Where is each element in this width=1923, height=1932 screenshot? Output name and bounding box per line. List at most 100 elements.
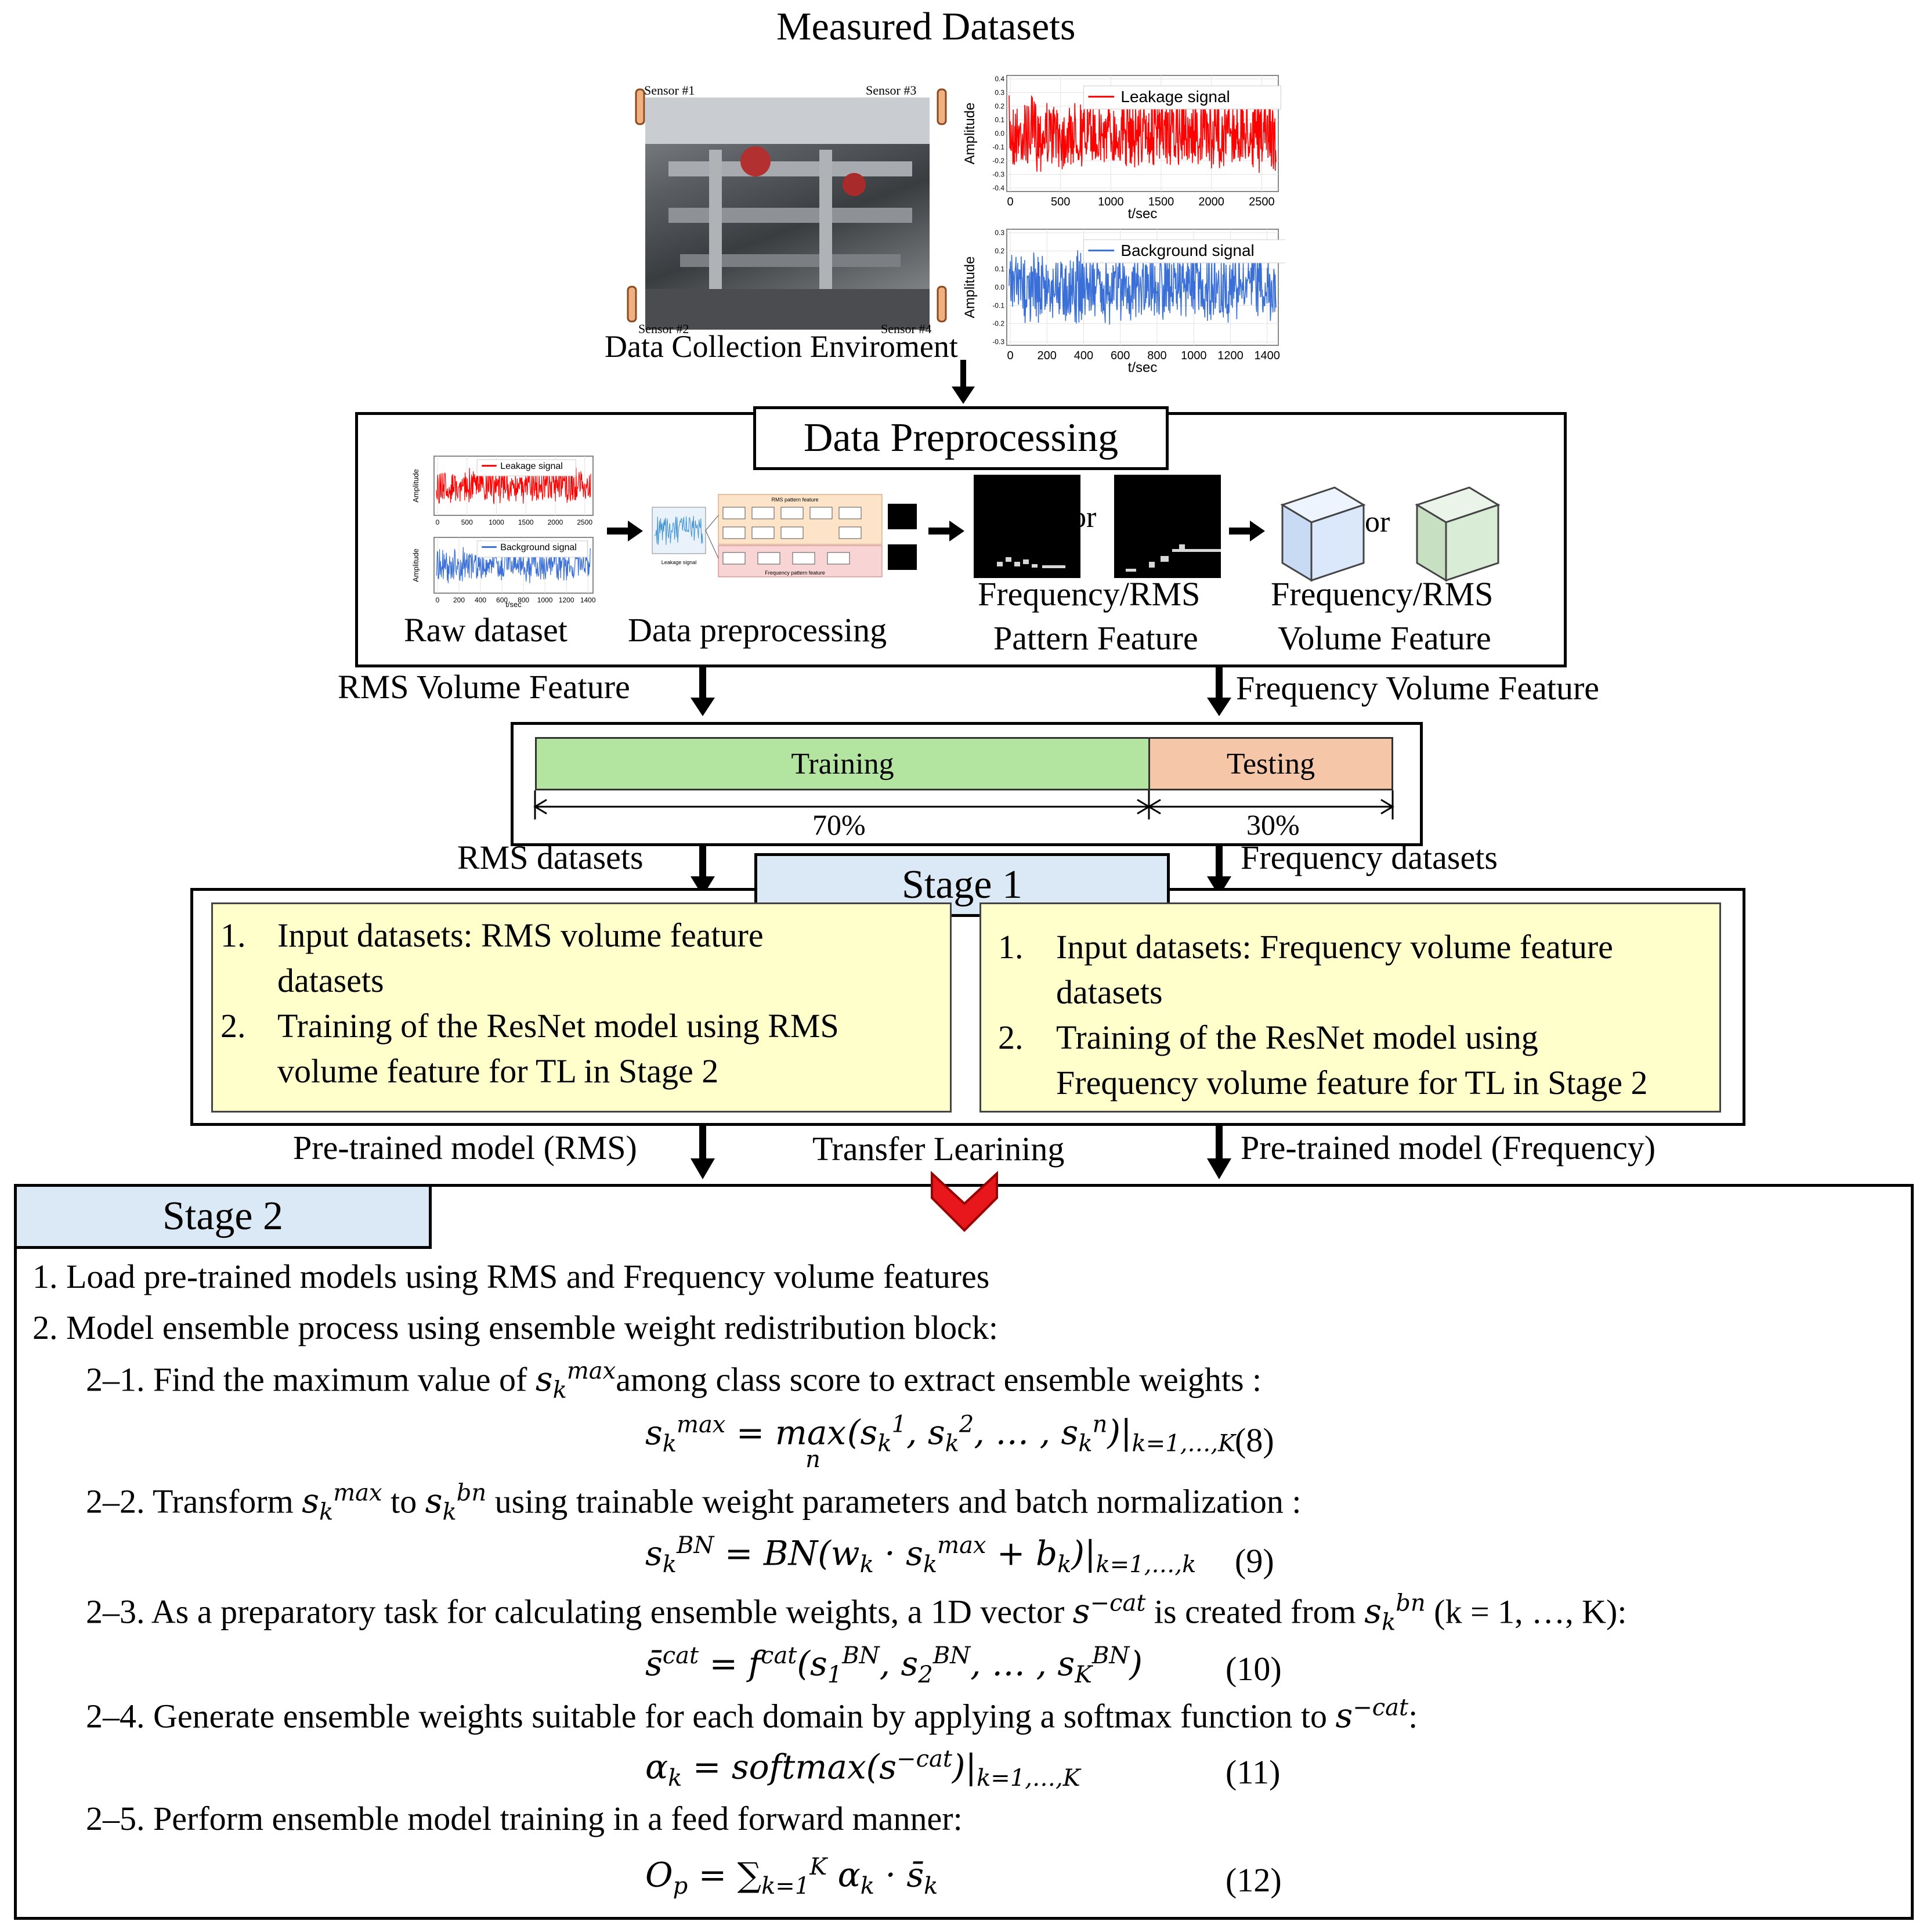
arrow-down <box>1207 1125 1231 1179</box>
pretrained-rms-label: Pre-trained model (RMS) <box>293 1129 637 1167</box>
y-tick-label: 0.1 <box>995 265 1004 273</box>
step-2-1: 2–1. Find the maximum value of skmaxamon… <box>86 1358 1261 1404</box>
list-number: 2. <box>998 1019 1024 1056</box>
testing-bar: Testing <box>1148 737 1393 790</box>
y-tick-label: -0.1 <box>992 301 1004 309</box>
arrow-down <box>1207 845 1231 896</box>
rms-pattern-feature-image <box>974 475 1080 578</box>
sensor-icon <box>635 88 645 125</box>
sensor-1-label: Sensor #1 <box>644 83 695 97</box>
sensor-icon <box>937 88 947 125</box>
x-tick-label: 2500 <box>1249 196 1275 208</box>
step-2-2-text-end: using trainable weight parameters and ba… <box>486 1482 1302 1521</box>
arrow-down <box>1207 667 1231 716</box>
plot-legend: Leakage signal <box>1083 85 1281 110</box>
measured-title: Measured Datasets <box>776 4 1076 48</box>
stage2-item-2: 2. Model ensemble process using ensemble… <box>32 1309 998 1346</box>
frequency-datasets-label: Frequency datasets <box>1241 839 1498 876</box>
list-text: Training of the ResNet model using RMS <box>277 1007 839 1045</box>
y-tick-label: -0.4 <box>992 184 1004 192</box>
x-tick-label: 200 <box>1038 349 1057 362</box>
x-tick-label: 200 <box>453 596 465 604</box>
step-2-5: 2–5. Perform ensemble model training in … <box>86 1800 963 1837</box>
process-block <box>827 552 850 565</box>
equation-12-number: (12) <box>1226 1861 1282 1899</box>
y-tick-label: 0.3 <box>995 229 1004 237</box>
y-tick-label: 0.0 <box>995 283 1004 291</box>
svg-text:Leakage signal: Leakage signal <box>500 461 563 471</box>
stage2-title-box: Stage 2 <box>14 1184 432 1249</box>
sensor-3-label: Sensor #3 <box>866 83 917 97</box>
x-tick-label: 600 <box>1111 349 1130 362</box>
x-tick-label: 400 <box>475 596 486 604</box>
lab-environment-photo <box>645 97 930 330</box>
arrow-right <box>607 521 643 541</box>
split-dimension-lines <box>533 790 1394 819</box>
equation-10-number: (10) <box>1226 1650 1282 1688</box>
y-axis-label: Amplitude <box>962 103 978 165</box>
svg-text:Frequency pattern feature: Frequency pattern feature <box>765 570 825 576</box>
x-tick-label: 0 <box>436 596 440 604</box>
x-tick-label: 0 <box>1007 349 1013 362</box>
x-tick-label: 500 <box>461 518 473 526</box>
stage2-panel <box>14 1184 1914 1920</box>
rms-datasets-label: RMS datasets <box>457 839 644 876</box>
x-tick-label: 2000 <box>1198 196 1224 208</box>
step-2-1-text-end: among class score to extract ensemble we… <box>616 1360 1262 1399</box>
s-cat-symbol: s−cat <box>1072 1590 1146 1631</box>
x-tick-label: 800 <box>1147 349 1166 362</box>
y-axis-label: Amplitude <box>962 257 978 319</box>
y-tick-label: -0.2 <box>992 320 1004 328</box>
s-k-bn-symbol: skbn <box>1364 1590 1426 1636</box>
sensor-icon <box>937 286 947 323</box>
y-tick-label: 0.0 <box>995 129 1004 138</box>
sensor-4-label: Sensor #4 <box>881 322 932 336</box>
process-block <box>809 507 833 519</box>
svg-text:Background signal: Background signal <box>1120 241 1254 259</box>
x-tick-label: 1000 <box>537 596 553 604</box>
plot-legend: Leakage signal <box>476 459 576 476</box>
x-tick-label: 600 <box>496 596 508 604</box>
preprocessing-title-box: Data Preprocessing <box>753 406 1169 470</box>
test-percent: 30% <box>1246 808 1300 841</box>
svg-text:Background signal: Background signal <box>500 543 577 552</box>
x-tick-label: 800 <box>518 596 529 604</box>
y-tick-label: -0.3 <box>992 338 1004 346</box>
volume-caption-2: Volume Feature <box>1278 619 1491 657</box>
raw-dataset-caption: Raw dataset <box>404 611 567 649</box>
equation-12: Op = ∑k=1K αk · s̄k <box>645 1854 938 1900</box>
pipe-rig-illustration <box>645 97 930 330</box>
arrow-right <box>1229 521 1265 541</box>
x-tick-label: 500 <box>1051 196 1070 208</box>
stage1-rms-list <box>211 902 952 1113</box>
list-text: Frequency volume feature for TL in Stage… <box>1056 1064 1648 1102</box>
list-text: Training of the ResNet model using <box>1056 1019 1538 1056</box>
step-2-2-text-mid: to <box>382 1482 425 1521</box>
step-2-3-text-mid: is created from <box>1145 1592 1365 1631</box>
pretrained-frequency-label: Pre-trained model (Frequency) <box>1241 1129 1656 1167</box>
process-block <box>792 552 815 565</box>
process-block <box>722 526 746 539</box>
s-k-bn-symbol: skbn <box>425 1480 487 1526</box>
equation-11-number: (11) <box>1226 1753 1281 1791</box>
step-2-3: 2–3. As a preparatory task for calculati… <box>86 1590 1626 1636</box>
pattern-caption-2: Pattern Feature <box>993 619 1198 657</box>
data-preprocessing-caption: Data preprocessing <box>628 611 887 649</box>
or-text: or <box>1071 501 1097 534</box>
list-text: Input datasets: RMS volume feature <box>277 916 764 954</box>
testing-label: Testing <box>1226 747 1315 781</box>
x-tick-label: 1400 <box>1254 349 1280 362</box>
equation-9-number: (9) <box>1235 1542 1274 1580</box>
equation-8-number: (8) <box>1235 1421 1274 1459</box>
list-text: volume feature for TL in Stage 2 <box>277 1052 719 1090</box>
plot-legend: Background signal <box>476 540 588 558</box>
process-block <box>838 526 862 539</box>
process-block <box>722 507 746 519</box>
x-tick-label: 2000 <box>548 518 563 526</box>
sensor-icon <box>627 286 637 323</box>
x-axis-label: t/sec <box>1128 206 1158 221</box>
process-block <box>757 552 780 565</box>
